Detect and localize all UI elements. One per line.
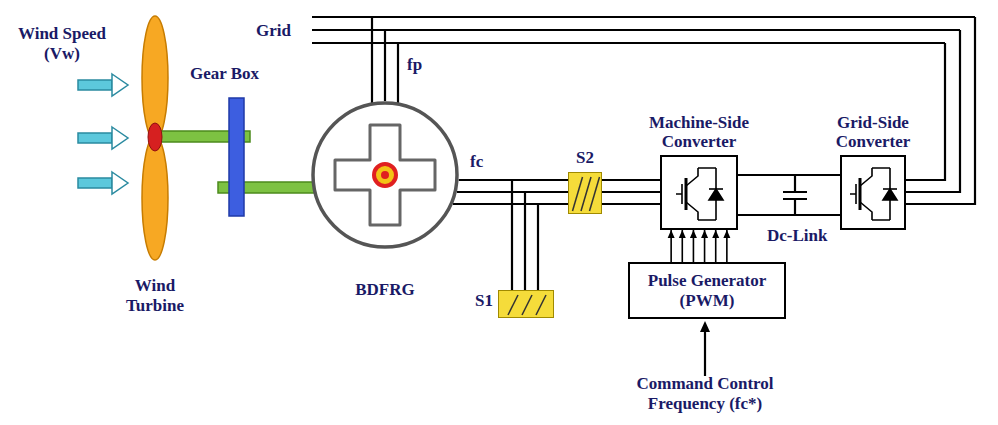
node-label: Pulse Generator (PWM): [636, 271, 778, 310]
diode-bar: [709, 188, 723, 190]
igbt-leads: [686, 168, 716, 220]
command-arrow: [704, 331, 706, 376]
converter-box: Machine-Side Converter: [660, 155, 738, 230]
igbt-base: [859, 178, 862, 210]
command-arrow-head: [700, 321, 710, 332]
igbt-gate: [850, 184, 856, 204]
switch-box: S1: [498, 290, 554, 318]
wind-arrow-head: [112, 172, 128, 194]
power-wires: [312, 17, 975, 376]
igbt-leads: [860, 168, 890, 220]
switch-contact: [581, 177, 591, 211]
stator-outline: [313, 103, 457, 247]
converter-box: Grid-Side Converter: [840, 155, 906, 230]
switch-contact: [573, 177, 583, 211]
generator-circle: BDFRG: [310, 100, 460, 250]
node-label: BDFRG: [355, 280, 415, 300]
node-label: S1: [475, 291, 493, 311]
diode-bar: [883, 188, 897, 190]
igbt-gate: [676, 184, 682, 204]
rotor-shape: [335, 125, 435, 225]
switch-contacts: [569, 173, 601, 213]
grid-label: Grid: [256, 21, 291, 41]
wind-speed-label: Wind Speed (Vw): [6, 24, 118, 63]
power-wire: [738, 175, 840, 215]
igbt-symbol: [850, 168, 897, 220]
node-label: S2: [576, 148, 594, 168]
diode: [883, 189, 897, 200]
stator-wires: [372, 17, 398, 103]
igbt-symbol: [676, 168, 723, 220]
grid-side-wires: [906, 17, 975, 204]
turbine-blade: [142, 136, 168, 260]
rotor-axis-center: [381, 171, 389, 179]
signal-arrow: [668, 230, 731, 262]
wind-arrow-body: [78, 80, 112, 90]
wind-arrow-head: [112, 74, 128, 96]
frequency-label: fc: [470, 152, 483, 172]
turbine-hub: [148, 123, 162, 151]
connector-line: [453, 180, 538, 290]
wind-arrow-body: [78, 133, 112, 143]
process-box: Pulse Generator (PWM): [628, 262, 786, 319]
switch-contact: [522, 295, 532, 315]
connector-line: [671, 230, 727, 262]
connector-line: [738, 175, 840, 215]
power-wire: [453, 180, 538, 290]
gear-box: [229, 98, 244, 216]
wind-arrows: [78, 74, 128, 194]
turbine-blade: [142, 16, 168, 140]
dc-link-capacitor: [783, 175, 807, 215]
switch-contact: [590, 177, 600, 211]
rotor-axis: [374, 164, 396, 186]
switch-contact: [536, 295, 546, 315]
frequency-label: fp: [407, 55, 422, 75]
power-wire: [602, 180, 660, 204]
switch-box: S2: [568, 172, 602, 214]
grid-bus: [312, 17, 975, 43]
generator-shape: [310, 100, 460, 250]
node-label: Machine-Side Converter: [619, 113, 779, 152]
wind-arrow-body: [78, 178, 112, 188]
connector-line: [602, 180, 660, 204]
command-label: Command Control Frequency (fc*): [625, 374, 785, 413]
node-label: Grid-Side Converter: [813, 113, 933, 152]
switch-contact: [508, 295, 518, 315]
switch-contacts: [499, 291, 553, 317]
turbine-label: Wind Turbine: [105, 276, 205, 315]
wind-turbine: [142, 16, 314, 260]
diode: [709, 189, 723, 200]
arrow-head: [668, 230, 731, 238]
gearbox-label: Gear Box: [190, 64, 259, 84]
dc-link-label: Dc-Link: [767, 226, 827, 246]
wind-arrow-head: [112, 127, 128, 149]
igbt-base: [685, 178, 688, 210]
